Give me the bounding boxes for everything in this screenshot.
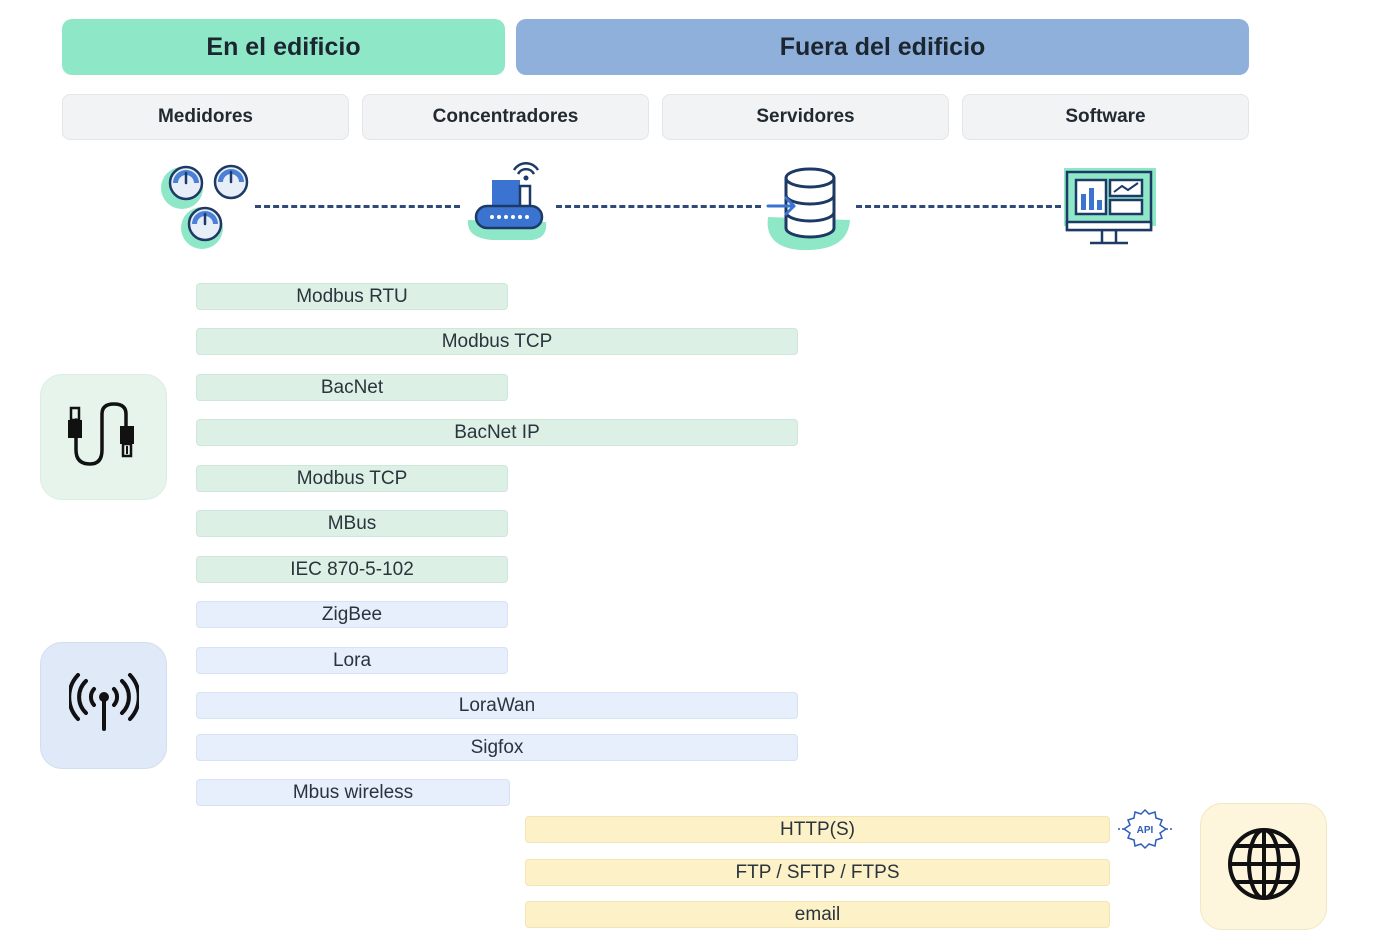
api-gear-icon: API: [1118, 806, 1172, 852]
connector-server-software: [856, 205, 1061, 208]
globe-icon: [1226, 826, 1302, 907]
connector-meters-concentrator: [255, 205, 460, 208]
database-icon: [760, 162, 855, 257]
protocol-bar: Mbus wireless: [196, 779, 510, 806]
header-inside-building: En el edificio: [62, 19, 505, 75]
internet-tile: [1200, 803, 1327, 930]
gauge-meters-icon: [158, 160, 253, 255]
protocol-bar: MBus: [196, 510, 508, 537]
router-icon: [462, 160, 552, 245]
protocol-bar: Modbus TCP: [196, 465, 508, 492]
category-concentrators: Concentradores: [362, 94, 649, 140]
monitor-dashboard-icon: [1062, 166, 1157, 248]
category-meters: Medidores: [62, 94, 349, 140]
usb-cable-icon: [64, 400, 144, 475]
wireless-tile: [40, 642, 167, 769]
category-servers: Servidores: [662, 94, 949, 140]
protocol-bar: BacNet IP: [196, 419, 798, 446]
protocol-bar: HTTP(S): [525, 816, 1110, 843]
protocol-bar: LoraWan: [196, 692, 798, 719]
protocol-bar: Lora: [196, 647, 508, 674]
category-software: Software: [962, 94, 1249, 140]
protocol-bar: FTP / SFTP / FTPS: [525, 859, 1110, 886]
api-label: API: [1137, 825, 1154, 836]
protocol-bar: BacNet: [196, 374, 508, 401]
protocol-bar: Sigfox: [196, 734, 798, 761]
connector-concentrator-server: [556, 205, 761, 208]
protocol-bar: ZigBee: [196, 601, 508, 628]
antenna-icon: [66, 673, 141, 738]
wired-tile: [40, 374, 167, 500]
protocol-bar: IEC 870-5-102: [196, 556, 508, 583]
protocol-bar: Modbus TCP: [196, 328, 798, 355]
protocol-bar: Modbus RTU: [196, 283, 508, 310]
protocol-bar: email: [525, 901, 1110, 928]
header-outside-building: Fuera del edificio: [516, 19, 1249, 75]
